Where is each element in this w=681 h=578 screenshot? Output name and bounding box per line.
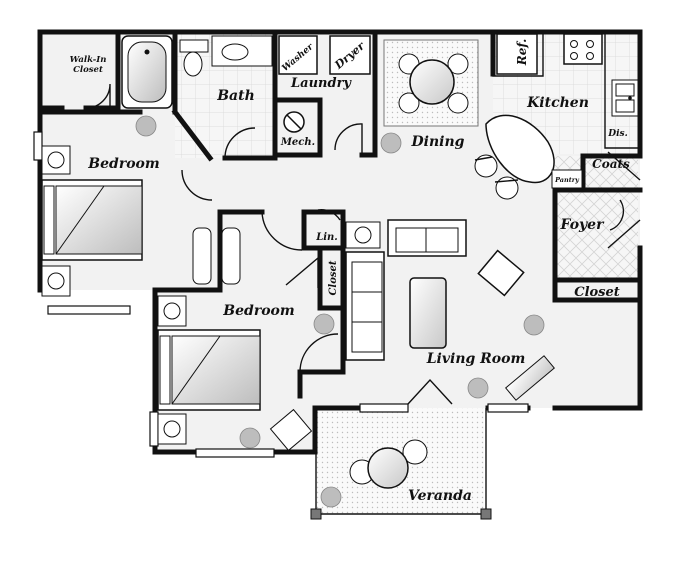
dryer xyxy=(329,35,371,75)
side-table-living xyxy=(345,221,381,249)
kitchen-island xyxy=(474,114,555,200)
label-walk-in-closet-1: Walk-In xyxy=(70,55,107,65)
label-foyer: Foyer xyxy=(560,217,606,233)
nightstand-2b xyxy=(157,413,187,445)
label-bath: Bath xyxy=(216,88,255,104)
pantry-shelf xyxy=(551,169,583,189)
tv-console xyxy=(505,355,555,401)
nightstand-1b xyxy=(41,265,71,297)
door-swings xyxy=(85,83,641,405)
stove xyxy=(563,33,603,65)
plants xyxy=(135,115,545,508)
veranda-rail xyxy=(310,408,492,520)
loveseat xyxy=(387,219,467,257)
kitchen-counter xyxy=(492,34,640,149)
nightstand-2a xyxy=(157,295,187,327)
label-lin: Lin. xyxy=(315,232,338,243)
coffee-table xyxy=(409,277,447,349)
label-ref: Ref. xyxy=(515,39,529,67)
bed-1 xyxy=(41,179,143,261)
label-bedroom-1: Bedroom xyxy=(87,156,159,172)
label-kitchen: Kitchen xyxy=(526,95,589,111)
refrigerator xyxy=(496,33,538,75)
label-dis: Dis. xyxy=(607,129,627,139)
toilet xyxy=(179,39,209,77)
label-bedroom-2: Bedroom xyxy=(222,303,294,319)
label-laundry: Laundry xyxy=(290,76,352,91)
bathtub xyxy=(121,35,173,109)
armchair-living xyxy=(477,249,525,297)
chair-bedroom-1 xyxy=(192,227,241,285)
label-closet-foyer: Closet xyxy=(574,285,620,300)
label-pantry: Pantry xyxy=(554,176,580,184)
label-living-room: Living Room xyxy=(426,351,526,367)
washer xyxy=(278,35,318,75)
dining-table xyxy=(398,53,469,114)
living-sofa xyxy=(345,251,385,361)
vanity-sink xyxy=(211,35,273,67)
windows xyxy=(33,131,529,458)
label-walk-in-closet-2: Closet xyxy=(73,65,103,75)
label-dining: Dining xyxy=(411,134,465,150)
label-coats: Coats xyxy=(592,157,630,171)
veranda-table xyxy=(349,439,428,489)
label-veranda: Veranda xyxy=(408,488,472,504)
label-mech: Mech. xyxy=(280,137,315,148)
nightstand-1a xyxy=(41,145,71,175)
bed-2 xyxy=(157,329,261,411)
water-heater xyxy=(283,111,305,133)
label-closet-hall: Closet xyxy=(328,260,339,295)
room-labels: Walk-In Closet Bath Washer Dryer Laundry… xyxy=(70,39,630,504)
armchair-bedroom-2 xyxy=(269,408,313,452)
